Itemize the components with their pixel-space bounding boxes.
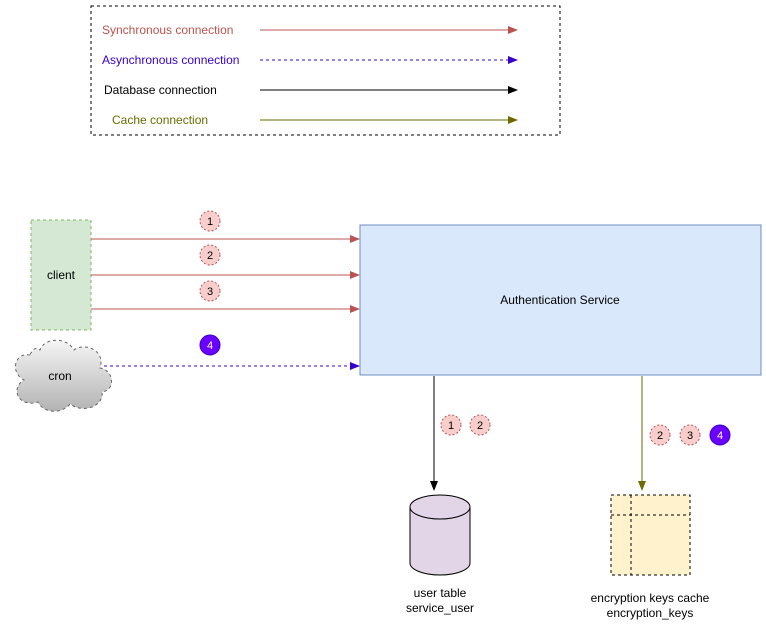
badge-cron-4: 4 — [199, 334, 221, 356]
badge-client-2-label: 2 — [207, 250, 213, 262]
legend: Synchronous connection Asynchronous conn… — [90, 5, 561, 136]
cache-label-line2: encryption_keys — [607, 606, 694, 620]
auth-service-node[interactable]: Authentication Service — [359, 224, 762, 376]
badge-client-3-label: 3 — [207, 286, 213, 298]
badge-client-1: 1 — [199, 210, 221, 232]
legend-label-async: Asynchronous connection — [102, 53, 239, 67]
badge-db-2: 2 — [469, 414, 491, 436]
cloud-icon — [15, 339, 112, 412]
badge-db-2-label: 2 — [477, 420, 483, 432]
auth-service-label: Authentication Service — [500, 293, 620, 307]
cache-storage-icon — [610, 494, 691, 576]
legend-label-database: Database connection — [104, 83, 217, 97]
cron-label: cron — [48, 369, 71, 383]
badge-cache-4: 4 — [709, 424, 731, 446]
database-icon — [409, 494, 471, 576]
client-box — [30, 219, 92, 331]
client-node[interactable]: client — [30, 219, 92, 331]
badge-cache-2: 2 — [649, 424, 671, 446]
legend-label-sync: Synchronous connection — [102, 23, 233, 37]
badge-cache-4-label: 4 — [717, 430, 723, 442]
cache-node[interactable]: encryption keys cache encryption_keys — [591, 494, 710, 620]
database-top-rim — [409, 506, 471, 520]
badge-cache-3: 3 — [679, 424, 701, 446]
legend-box — [90, 5, 561, 136]
database-node[interactable]: user table service_user — [406, 494, 474, 615]
badge-cron-4-label: 4 — [207, 340, 213, 352]
badge-client-1-label: 1 — [207, 216, 213, 228]
badge-db-1-label: 1 — [448, 420, 454, 432]
database-label-line1: user table — [414, 586, 467, 600]
badge-cache-2-label: 2 — [657, 430, 663, 442]
database-label-line2: service_user — [406, 601, 474, 615]
badge-cache-3-label: 3 — [687, 430, 693, 442]
cache-label-line1: encryption keys cache — [591, 591, 710, 605]
badge-client-3: 3 — [199, 280, 221, 302]
badge-db-1: 1 — [440, 414, 462, 436]
auth-service-box — [359, 224, 762, 376]
cron-node[interactable]: cron — [15, 339, 112, 412]
legend-label-cache: Cache connection — [112, 113, 208, 127]
client-label: client — [47, 268, 76, 282]
badge-client-2: 2 — [199, 244, 221, 266]
